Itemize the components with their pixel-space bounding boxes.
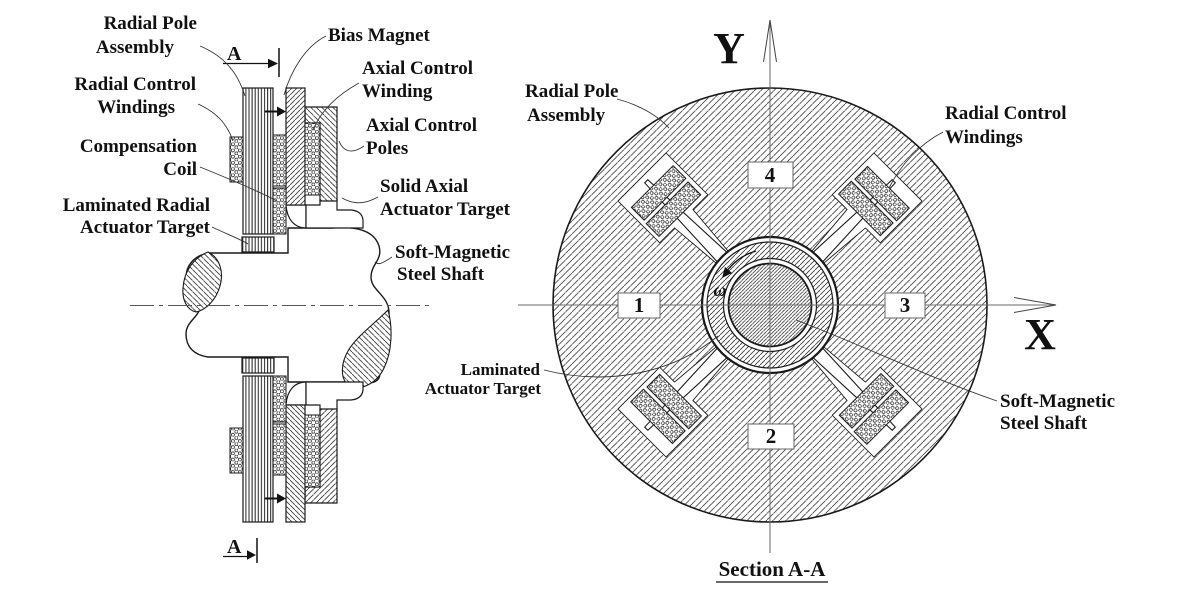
label-soft-magnetic-shaft-left-l1: Soft-Magnetic <box>395 242 510 263</box>
x-axis-label: X <box>1024 310 1056 359</box>
section-marker-bottom: A <box>223 536 258 563</box>
label-radial-pole-assembly-l1: Radial Pole <box>104 13 197 34</box>
label-soft-magnetic-shaft-right-l2: Steel Shaft <box>1000 413 1088 434</box>
leader-solid-axial-target <box>341 196 379 204</box>
pole-quadrant-4-badge: 4 <box>747 161 794 189</box>
pole-quadrant-1-badge: 1 <box>617 292 661 319</box>
rotation-arrow-arc <box>726 250 757 272</box>
y-axis-arrowhead <box>763 19 777 63</box>
shaft-break-blob-left <box>182 251 223 313</box>
label-laminated-actuator-target-l1: Laminated <box>461 360 541 379</box>
leader-soft-magnetic-shaft-right <box>795 319 998 402</box>
omega-label: ω <box>713 280 726 300</box>
section-marker-bottom-letter: A <box>227 536 242 558</box>
label-bias-magnet: Bias Magnet <box>328 25 431 46</box>
label-radial-control-windings-right-l1: Radial Control <box>945 103 1067 124</box>
label-solid-axial-target-l2: Actuator Target <box>380 199 511 220</box>
leader-soft-magnetic-shaft-left <box>374 256 393 265</box>
label-solid-axial-target-l1: Solid Axial <box>380 176 468 197</box>
left-section-view: A A Radial Pole Assembly Radi <box>63 13 511 563</box>
leader-radial-pole-assembly <box>199 45 246 97</box>
pole-number-1: 1 <box>634 293 645 317</box>
leader-laminated-actuator-target <box>543 335 719 378</box>
label-compensation-coil-l2: Coil <box>163 159 197 180</box>
y-axis-label: Y <box>713 24 745 73</box>
pole-number-4: 4 <box>765 163 776 187</box>
label-axial-control-winding-l1: Axial Control <box>362 58 473 79</box>
pole-quadrant-3-badge: 3 <box>884 292 926 319</box>
label-soft-magnetic-shaft-left-l2: Steel Shaft <box>397 264 485 285</box>
label-soft-magnetic-shaft-right-l1: Soft-Magnetic <box>1000 391 1115 412</box>
section-marker-top: A <box>223 43 280 77</box>
label-compensation-coil-l1: Compensation <box>80 136 198 157</box>
label-laminated-actuator-target-l2: Actuator Target <box>425 379 542 398</box>
leader-radial-pole-assembly-right <box>616 98 670 129</box>
leader-laminated-radial-target <box>211 226 249 245</box>
right-section-view: Y X ω 1 2 3 4 Rad <box>425 19 1115 583</box>
label-laminated-radial-target-l1: Laminated Radial <box>63 195 210 216</box>
label-radial-pole-assembly-right-l2: Assembly <box>527 105 606 126</box>
label-axial-control-poles-l2: Poles <box>366 138 408 159</box>
rotation-arrowhead <box>722 267 732 278</box>
leader-bias-magnet <box>283 35 327 96</box>
pole-number-2: 2 <box>766 424 777 448</box>
x-axis-arrowhead <box>1013 297 1057 313</box>
label-axial-control-winding-l2: Winding <box>362 81 433 102</box>
leader-radial-control-windings-right <box>888 131 944 189</box>
label-radial-pole-assembly-right-l1: Radial Pole <box>525 81 618 102</box>
label-axial-control-poles-l1: Axial Control <box>366 115 477 136</box>
leader-axial-control-poles <box>338 140 365 152</box>
leader-compensation-coil <box>199 166 278 202</box>
pole-quadrant-2-badge: 2 <box>747 423 795 450</box>
section-caption-text: Section A-A <box>719 557 827 581</box>
leader-axial-control-winding <box>312 82 360 131</box>
leader-radial-control-windings <box>197 103 234 142</box>
label-radial-control-windings-l2: Windings <box>97 97 175 118</box>
pole-number-3: 3 <box>900 293 911 317</box>
label-radial-control-windings-right-l2: Windings <box>945 127 1023 148</box>
label-radial-pole-assembly-l2: Assembly <box>96 37 175 58</box>
section-marker-top-letter: A <box>227 43 242 65</box>
section-caption: Section A-A <box>716 557 828 583</box>
label-laminated-radial-target-l2: Actuator Target <box>80 217 211 238</box>
label-radial-control-windings-l1: Radial Control <box>74 74 196 95</box>
